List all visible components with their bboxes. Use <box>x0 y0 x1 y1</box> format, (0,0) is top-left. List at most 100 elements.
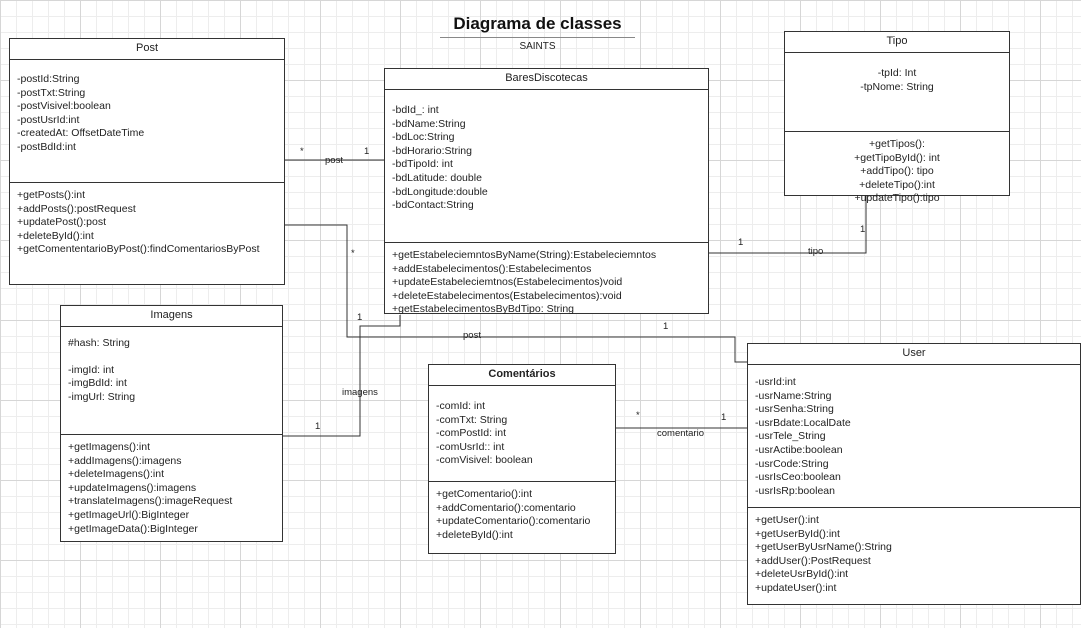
title-divider <box>440 37 635 38</box>
method: +getComententarioByPost():findComentario… <box>17 243 260 256</box>
attribute: -imgUrl: String <box>68 390 136 403</box>
attribute: -usrBdate:LocalDate <box>755 416 851 429</box>
attributes-section: -comId: int -comTxt: String -comPostId: … <box>429 386 615 481</box>
attribute: #hash: String <box>68 337 130 349</box>
method: +getTipoById(): int <box>854 151 940 164</box>
mult-bares-imagens-b: 1 <box>315 421 321 432</box>
mult-post-user-a: * <box>351 248 355 259</box>
methods-section: +getImagens():int +addImagens():imagens … <box>61 434 282 542</box>
method: +getTipos(): <box>869 138 925 150</box>
methods-section: +getPosts():int +addPosts():postRequest … <box>10 182 284 263</box>
label-post-user: post <box>463 330 481 341</box>
methods-section: +getUser():int +getUserById():int +getUs… <box>748 507 1080 602</box>
method: +addTipo(): tipo <box>860 165 934 178</box>
attribute: -comVisivel: boolean <box>436 454 533 467</box>
attribute: -createdAt: OffsetDateTime <box>17 127 145 140</box>
mult-comentarios-user-a: * <box>636 410 640 421</box>
methods-section: +getComentario():int +addComentario():co… <box>429 481 615 548</box>
mult-comentarios-user-b: 1 <box>721 412 727 423</box>
attribute: -bdLatitude: double <box>392 171 482 184</box>
method: +updateTipo():tipo <box>854 192 940 205</box>
class-name: BaresDiscotecas <box>385 69 708 90</box>
mult-post-bares-a: * <box>300 146 304 157</box>
attribute: -bdLongitude:double <box>392 185 488 198</box>
attribute: -imgId: int <box>68 363 115 376</box>
attributes-section: -tpId: Int -tpNome: String <box>785 53 1009 131</box>
attribute: -tpId: Int <box>877 67 917 79</box>
attribute: -bdTipoId: int <box>392 158 453 171</box>
label-bares-imagens: imagens <box>342 387 378 398</box>
class-post[interactable]: Post -postId:String -postTxt:String -pos… <box>9 38 285 285</box>
method: +updateUser():int <box>755 581 837 594</box>
attribute: -comId: int <box>436 400 486 412</box>
class-name: Comentários <box>429 365 615 386</box>
attribute: -usrCode:String <box>755 457 829 470</box>
attribute: -usrActibe:boolean <box>755 443 843 456</box>
method: +getPosts():int <box>17 189 85 201</box>
method: +getEstabeleciemntosByName(String):Estab… <box>392 249 657 261</box>
attribute: -bdContact:String <box>392 199 474 212</box>
mult-bares-tipo-a: 1 <box>738 237 744 248</box>
method: +deleteImagens():int <box>68 468 165 481</box>
attribute: -usrId:int <box>755 376 796 388</box>
method: +addImagens():imagens <box>68 454 182 467</box>
method: +updatePost():post <box>17 216 107 229</box>
attribute: -tpNome: String <box>860 80 934 93</box>
methods-section: +getEstabeleciemntosByName(String):Estab… <box>385 242 708 323</box>
method: +getUserByUsrName():String <box>755 541 892 554</box>
attribute: -comUsrId:: int <box>436 440 505 453</box>
method: +addEstabelecimentos():Estabelecimentos <box>392 262 592 275</box>
class-name: Imagens <box>61 306 282 327</box>
label-bares-tipo: tipo <box>808 246 824 257</box>
class-imagens[interactable]: Imagens #hash: String -imgId: int -imgBd… <box>60 305 283 542</box>
diagram-title: Diagrama de classes <box>453 14 622 33</box>
attribute: -comTxt: String <box>436 413 508 426</box>
class-user[interactable]: User -usrId:int -usrName:String -usrSenh… <box>747 343 1081 605</box>
attribute: -postId:String <box>17 73 80 85</box>
method: +deleteTipo():int <box>859 178 935 191</box>
attribute: -postUsrId:int <box>17 113 80 126</box>
diagram-subtitle: SAINTS <box>519 41 556 52</box>
method: +translateImagens():imageRequest <box>68 495 233 508</box>
attributes-section: -bdId_: int -bdName:String -bdLoc:String… <box>385 90 708 242</box>
class-comentarios[interactable]: Comentários -comId: int -comTxt: String … <box>428 364 616 554</box>
attribute: -postBdId:int <box>17 140 76 153</box>
attributes-section: #hash: String -imgId: int -imgBdId: int … <box>61 327 282 434</box>
attribute: -bdLoc:String <box>392 131 455 144</box>
mult-bares-imagens-a: 1 <box>357 312 363 323</box>
class-name: Tipo <box>785 32 1009 53</box>
attributes-section: -postId:String -postTxt:String -postVisi… <box>10 60 284 182</box>
method: +deleteEstabelecimentos(Estabelecimentos… <box>392 289 622 302</box>
class-tipo[interactable]: Tipo -tpId: Int -tpNome: String +getTipo… <box>784 31 1010 204</box>
line-bares-tipo <box>707 195 867 254</box>
method: +addUser():PostRequest <box>755 554 871 567</box>
class-name: Post <box>10 39 284 60</box>
method: +addComentario():comentario <box>436 501 576 514</box>
label-comentarios-user: comentario <box>657 428 704 439</box>
method: +getImageData():BigInteger <box>68 522 198 535</box>
method: +deleteUsrById():int <box>755 568 849 581</box>
method: +getImageUrl():BigInteger <box>68 508 190 521</box>
attribute: -postVisivel:boolean <box>17 100 111 113</box>
method: +getComentario():int <box>436 488 533 500</box>
attribute: -bdId_: int <box>392 104 439 116</box>
attribute: -bdHorario:String <box>392 144 472 157</box>
method: +getEstabelecimentosByBdTipo: String <box>392 303 575 316</box>
attribute: -usrIsCeo:boolean <box>755 471 841 484</box>
mult-bares-tipo-b: 1 <box>860 224 866 235</box>
attribute: -postTxt:String <box>17 86 86 99</box>
method: +getImagens():int <box>68 441 151 453</box>
method: +getUserById():int <box>755 527 840 540</box>
mult-post-bares-b: 1 <box>364 146 370 157</box>
attribute: -imgBdId: int <box>68 377 127 390</box>
attribute: -usrName:String <box>755 389 832 402</box>
class-bares-discotecas[interactable]: BaresDiscotecas -bdId_: int -bdName:Stri… <box>384 68 709 315</box>
attribute: -usrIsRp:boolean <box>755 484 835 497</box>
label-post-bares: post <box>325 155 343 166</box>
method: +deleteById():int <box>17 229 94 242</box>
attribute: -usrSenha:String <box>755 403 834 416</box>
method: +addPosts():postRequest <box>17 202 136 215</box>
attribute: -bdName:String <box>392 117 466 130</box>
method: +deleteById():int <box>436 528 513 541</box>
